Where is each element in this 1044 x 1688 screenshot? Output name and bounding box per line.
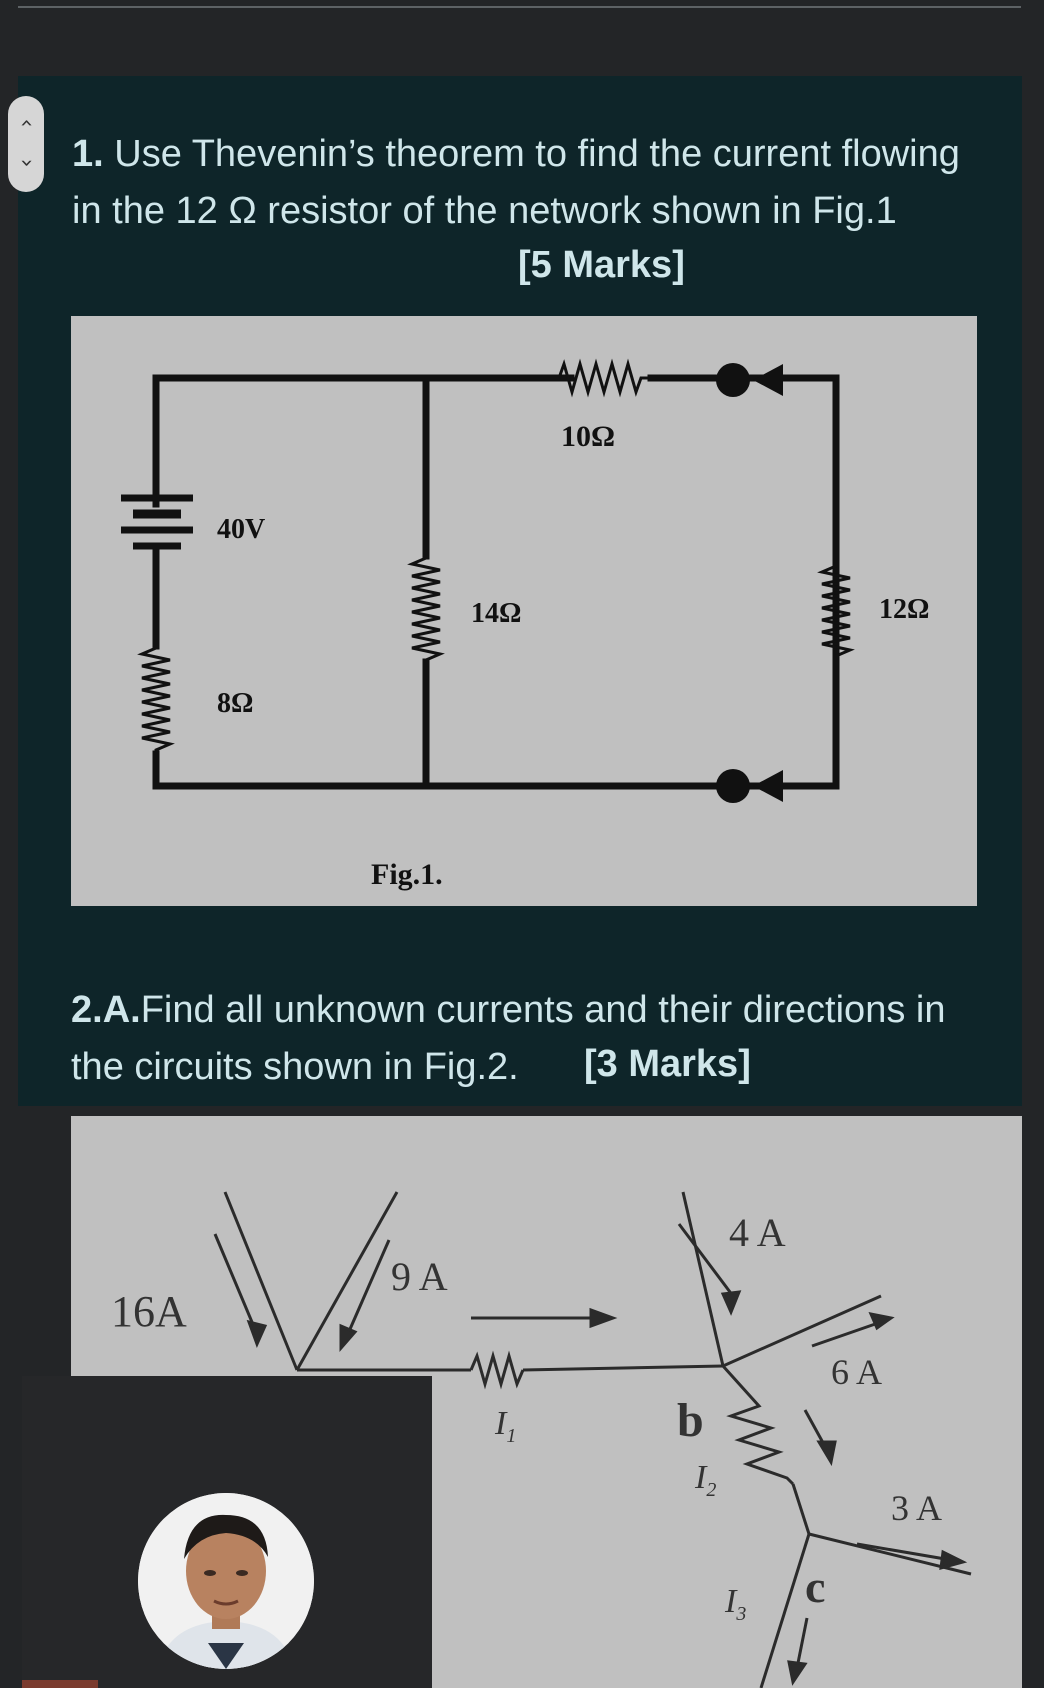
label-i1: I1 [494,1405,516,1447]
label-6a: 6 A [831,1352,882,1392]
label-10-ohm: 10Ω [561,420,615,453]
label-node-c: c [805,1561,825,1612]
question-1-line-2: in the 12 Ω resistor of the network show… [72,190,897,232]
label-3a: 3 A [891,1488,942,1528]
label-16a: 16A [111,1287,187,1336]
label-12-ohm: 12Ω [879,594,929,625]
label-i2: I2 [694,1459,716,1501]
question-1-marks: [5 Marks] [518,244,685,286]
label-node-b: b [677,1394,704,1447]
top-divider [18,0,1021,8]
label-14-ohm: 14Ω [471,598,521,629]
question-2-line-2: the circuits shown in Fig.2. [71,1046,519,1088]
question-2-text: 2.A.Find all unknown currents and their … [71,982,1011,1096]
label-40-volt: 40V [217,514,265,545]
label-8-ohm: 8Ω [217,688,253,719]
chevron-down-icon[interactable]: › [14,158,39,168]
label-4a: 4 A [729,1210,786,1255]
question-2-number: 2.A. [71,989,141,1031]
question-2-marks: [3 Marks] [584,1043,751,1085]
question-1-text: 1. Use Thevenin’s theorem to find the cu… [72,126,992,240]
chevron-up-icon[interactable]: ‹ [14,118,39,128]
figure-1-circuit: 10Ω 40V 14Ω 12Ω 8Ω Fig.1. [71,316,977,906]
label-9a: 9 A [391,1254,448,1299]
label-i3: I3 [724,1583,746,1625]
question-2-line-1: Find all unknown currents and their dire… [140,989,946,1031]
page-scroll-control[interactable]: ‹ › [8,96,44,192]
corner-indicator [22,1680,98,1688]
figure-1-caption: Fig.1. [371,858,443,891]
question-1-number: 1. [72,133,104,175]
question-1-line-1: Use Thevenin’s theorem to find the curre… [103,133,960,175]
avatar[interactable] [138,1493,314,1669]
